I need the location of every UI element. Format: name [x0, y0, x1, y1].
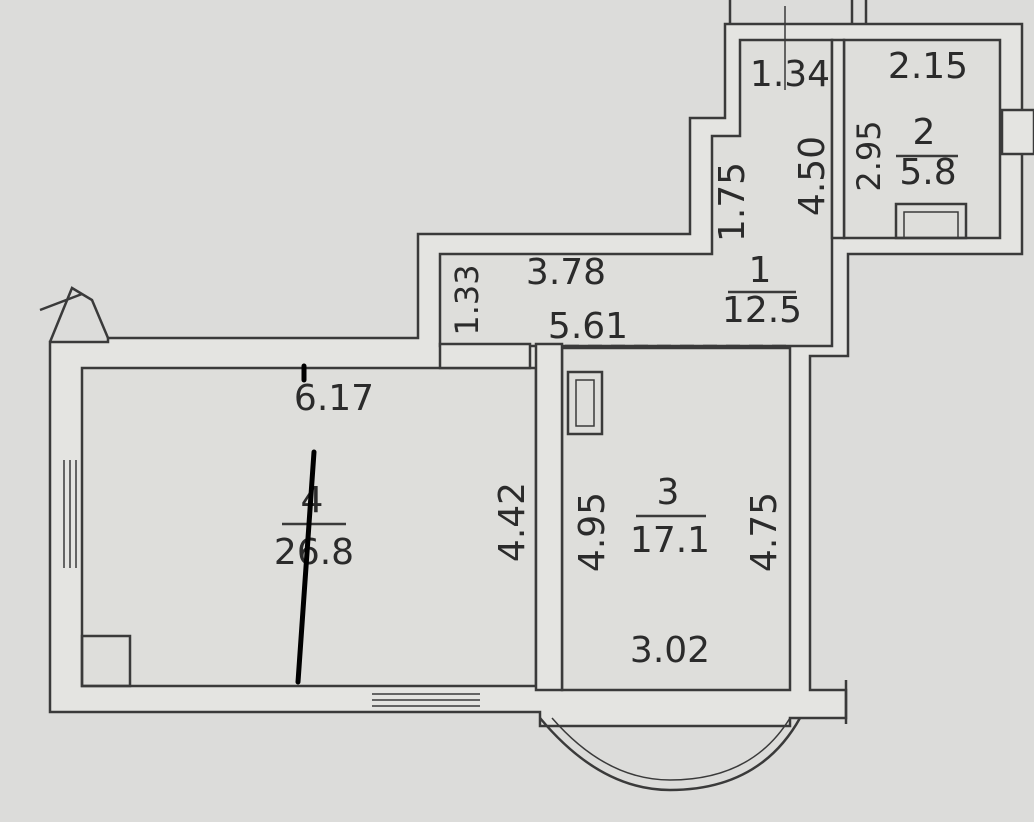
wall-stub [438, 342, 532, 370]
room-2-area-value: 5.8 [899, 152, 956, 193]
dim-3-02: 3.02 [630, 630, 710, 671]
vent-shaft [566, 370, 604, 436]
bay-window-arc-inner [551, 717, 791, 781]
bay-window-arc [539, 717, 802, 792]
vent-right [1000, 108, 1034, 156]
window-bottom [372, 693, 480, 707]
dim-2-95: 2.95 [850, 120, 888, 191]
room-1-area-value: 12.5 [722, 290, 802, 331]
window-left [63, 460, 77, 568]
dim-4-95: 4.95 [572, 492, 613, 572]
dim-1-75: 1.75 [712, 162, 753, 242]
corner-fixture-room-4 [80, 634, 132, 688]
room-3-label: 3 17.1 [630, 472, 710, 561]
balcony-stub [39, 286, 110, 343]
dim-3-78: 3.78 [526, 252, 606, 293]
dim-2-15: 2.15 [888, 46, 968, 87]
vent-shaft-inner [575, 379, 595, 427]
room-1-number: 1 [749, 250, 772, 291]
room-2-label: 2 5.8 [896, 112, 958, 193]
dim-4-42: 4.42 [492, 482, 533, 562]
dim-1-33: 1.33 [448, 264, 486, 335]
dim-4-50: 4.50 [792, 136, 833, 216]
room-2-number: 2 [913, 112, 936, 153]
room-3-number: 3 [657, 472, 680, 513]
partition-wall-4-3 [534, 342, 564, 692]
partition-wall-1-2 [830, 38, 846, 240]
room-3-area-value: 17.1 [630, 520, 710, 561]
room-1-label: 1 12.5 [722, 250, 802, 331]
marker-strike-line [295, 449, 317, 685]
fixture-room-2-inner [903, 211, 959, 239]
dim-1-34: 1.34 [750, 54, 830, 95]
room-4-area-value: 26.8 [274, 532, 354, 573]
dim-5-61: 5.61 [548, 306, 628, 347]
dim-4-75: 4.75 [744, 492, 785, 572]
dim-6-17: 6.17 [294, 378, 374, 419]
